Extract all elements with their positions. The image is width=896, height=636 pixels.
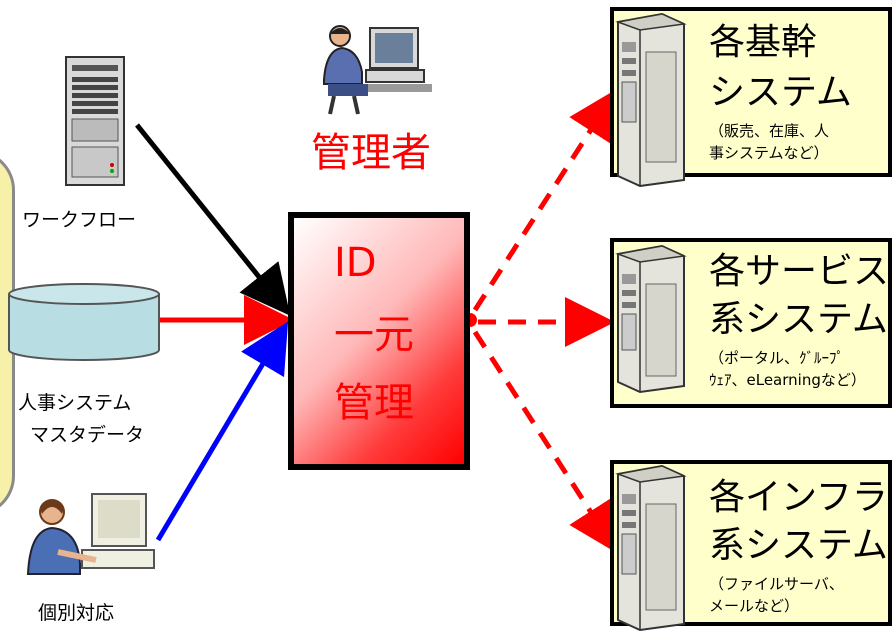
admin-label: 管理者 <box>311 130 431 176</box>
workflow-label: ワークフロー <box>22 209 137 231</box>
core-system-title-2: システム <box>709 72 852 113</box>
service-system-sub-1: （ポータル、ｸﾞﾙｰﾌﾟ <box>709 349 845 367</box>
infra-system-title-1: 各インフラ <box>709 477 888 518</box>
core-system-title-1: 各基幹 <box>709 22 818 63</box>
workflow-arrow <box>135 123 291 316</box>
server-icon <box>615 464 687 632</box>
infra-system-sub-2: メールなど） <box>709 597 800 615</box>
hub-line-3: 管理 <box>334 380 414 426</box>
admin-person-icon <box>323 25 432 115</box>
server-icon <box>615 12 687 187</box>
infra-system-sub-1: （ファイルサーバ、 <box>709 575 844 593</box>
service-system-sub-2: ｳｪｱ、eLearningなど） <box>709 371 866 389</box>
server-icon <box>615 244 687 394</box>
server-tower-icon <box>65 56 125 186</box>
id-management-hub: ID 一元 管理 <box>288 212 470 470</box>
hr-system-label-2: マスタデータ <box>30 424 145 446</box>
database-cylinder-icon <box>8 283 160 361</box>
individual-label: 個別対応 <box>38 602 115 624</box>
core-system-sub-2: 事システムなど） <box>709 144 829 162</box>
infra-system-arrow <box>472 330 618 554</box>
individual-arrow <box>155 321 289 542</box>
core-system-sub-1: （販売、在庫、人 <box>709 122 830 140</box>
service-system-title-1: 各サービス <box>709 251 890 292</box>
person-at-computer-icon <box>26 493 155 575</box>
hub-line-2: 一元 <box>334 312 414 358</box>
infra-system-title-2: 系システム <box>709 525 888 566</box>
service-system-title-2: 系システム <box>709 299 888 340</box>
core-system-arrow <box>472 88 618 312</box>
hub-line-1: ID <box>334 240 377 286</box>
hr-system-label-1: 人事システム <box>18 392 132 414</box>
